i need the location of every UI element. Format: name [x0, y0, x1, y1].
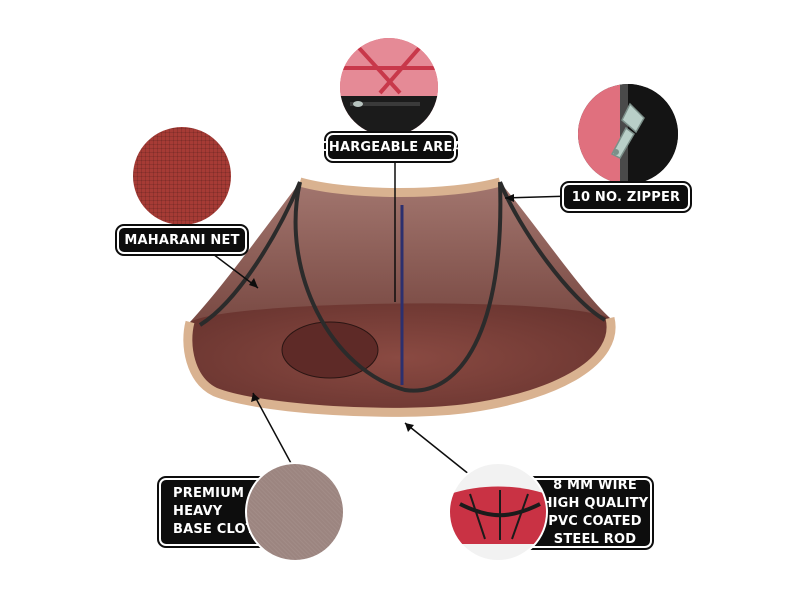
steel-rod-line-4: STEEL ROD [553, 532, 637, 547]
arrow-zipper-icon [505, 194, 514, 202]
chargeable-area-label: CHARGEABLE AREA [319, 133, 463, 161]
maharani-net-detail-image [133, 127, 231, 225]
base-cloth-line-3: BASE CLOTH [173, 522, 266, 537]
frame-rod-left [198, 181, 302, 327]
base-floor [187, 303, 612, 413]
steel-rod-line-1: 8 MM WIRE [553, 478, 637, 493]
maharani-net-label: MAHARANI NET [117, 226, 247, 254]
arrow-net-icon [249, 278, 258, 288]
chargeable-area-detail-image [340, 38, 438, 136]
steel-rod-detail-image [448, 462, 548, 562]
base-cloth-detail-image [245, 462, 345, 562]
zipper-label: 10 NO. ZIPPER [562, 183, 690, 211]
base-cloth-line-1: PREMIUM [173, 486, 245, 501]
arrow-rod-icon [405, 423, 414, 432]
zipper-detail-image [578, 84, 678, 184]
pointer-maharani-net [204, 247, 259, 289]
base-trim [183, 316, 616, 417]
pointer-base-cloth [252, 392, 293, 466]
arrow-base-icon [251, 393, 260, 402]
frame-rod-front [293, 181, 503, 393]
steel-rod-line-3: PVC COATED [548, 514, 642, 529]
top-trim [298, 177, 502, 197]
frame-rod-right [498, 181, 606, 322]
steel-rod-line-2: HIGH QUALITY [541, 496, 649, 511]
base-cloth-line-2: HEAVY [173, 504, 223, 519]
canopy-net [190, 182, 610, 322]
pointer-zipper [504, 195, 573, 199]
